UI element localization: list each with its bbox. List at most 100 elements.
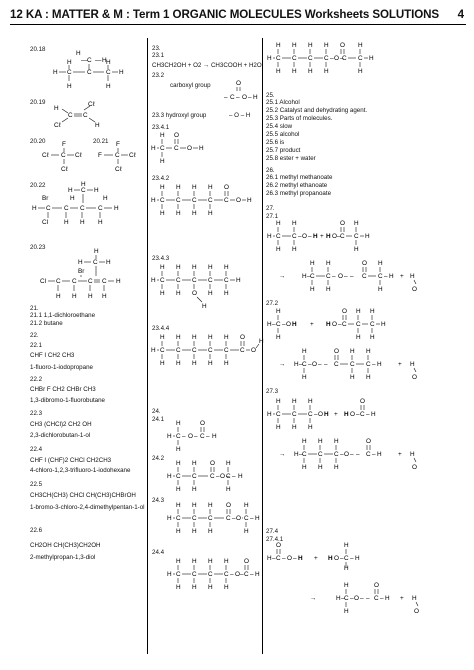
svg-text:H: H	[81, 181, 86, 188]
svg-text:H: H	[276, 334, 281, 341]
svg-text:H: H	[324, 411, 329, 418]
svg-text:C: C	[276, 55, 281, 62]
svg-text:C: C	[310, 273, 315, 280]
svg-text:C: C	[115, 152, 120, 159]
q22-6-label: 22.6	[30, 527, 43, 534]
svg-text:H: H	[192, 210, 197, 217]
svg-text:O: O	[318, 411, 323, 418]
svg-text:O: O	[338, 273, 343, 280]
svg-text:–: –	[307, 273, 311, 280]
svg-text:–: –	[338, 321, 342, 328]
svg-text:O: O	[210, 460, 215, 467]
svg-text:H: H	[366, 374, 371, 381]
svg-text:H: H	[208, 184, 213, 191]
svg-text:H: H	[192, 360, 197, 367]
q22-1-name: 1-fluoro-1-iodopropane	[30, 364, 93, 371]
svg-text:H: H	[224, 290, 229, 297]
svg-text:–: –	[250, 515, 254, 522]
svg-text:–: –	[232, 473, 236, 480]
svg-text:C: C	[83, 112, 88, 119]
q22-1-formula: CHF I CH2 CH3	[30, 352, 75, 359]
svg-text:–: –	[324, 361, 328, 368]
svg-text:H: H	[378, 286, 383, 293]
svg-text:H: H	[259, 338, 264, 345]
q23-4-4-label: 23.4.4	[152, 325, 170, 332]
svg-text:H: H	[310, 260, 315, 267]
svg-text:–: –	[350, 273, 354, 280]
svg-text:H: H	[298, 555, 303, 562]
svg-text:H: H	[267, 55, 272, 62]
page-header: 12 KA : MATTER & M : Term 1 ORGANIC MOLE…	[10, 8, 466, 24]
q21-1-answer: 21.1 1,1-dichloroethane	[30, 312, 96, 319]
svg-text:C: C	[226, 473, 231, 480]
arrow-icon: →	[279, 451, 285, 458]
q22-4-label: 22.4	[30, 446, 43, 453]
q23-4-1-label: 23.4.1	[152, 124, 170, 131]
svg-text:–: –	[340, 555, 344, 562]
q22-3-label: 22.3	[30, 410, 43, 417]
svg-text:H: H	[302, 273, 307, 280]
svg-text:—: —	[95, 57, 102, 64]
svg-text:C: C	[208, 571, 213, 578]
svg-text:H: H	[326, 321, 331, 328]
q27-3-label: 27.3	[266, 388, 279, 395]
svg-text:–: –	[232, 515, 236, 522]
svg-text:H: H	[276, 398, 281, 405]
svg-text:H: H	[410, 273, 415, 280]
q22-2-label: 22.2	[30, 376, 43, 383]
q26-1-answer: 26.1 methyl methanoate	[266, 174, 333, 181]
svg-text:H: H	[167, 473, 172, 480]
svg-text:–: –	[314, 411, 318, 418]
svg-text:H: H	[354, 220, 359, 227]
svg-text:C: C	[230, 94, 235, 101]
svg-text:C: C	[87, 57, 92, 64]
svg-text:H: H	[255, 515, 260, 522]
svg-text:–: –	[308, 233, 312, 240]
svg-text:C: C	[72, 278, 77, 285]
svg-text:+: +	[314, 555, 318, 562]
svg-text:C: C	[308, 55, 313, 62]
svg-text:H: H	[276, 68, 281, 75]
svg-text:H: H	[324, 68, 329, 75]
svg-text:H: H	[326, 260, 331, 267]
svg-text:H: H	[176, 502, 181, 509]
q22-6-formula: CH2OH CH(CH3)CH2OH	[30, 542, 101, 549]
svg-text:Cl: Cl	[40, 278, 46, 285]
column-divider-1	[147, 38, 148, 654]
svg-text:H: H	[350, 348, 355, 355]
svg-text:O: O	[244, 558, 249, 565]
q24-label: 24.	[152, 408, 161, 415]
q23-1-equation: CH3CH2OH + O2 → CH3COOH + H2O	[152, 62, 262, 69]
svg-text:F: F	[116, 141, 120, 148]
q27-4-1-label: 27.4.1	[266, 536, 284, 543]
svg-text:C: C	[176, 473, 181, 480]
svg-text:H: H	[371, 411, 376, 418]
svg-text:C: C	[208, 277, 213, 284]
svg-text:–: –	[340, 451, 344, 458]
svg-text:H: H	[292, 220, 297, 227]
svg-text:H: H	[369, 55, 374, 62]
svg-text:–: –	[360, 595, 364, 602]
svg-text:H: H	[176, 184, 181, 191]
svg-text:O: O	[235, 571, 240, 578]
svg-text:C: C	[87, 69, 92, 76]
svg-text:C: C	[342, 55, 347, 62]
svg-text:O: O	[412, 286, 417, 293]
q23-1-label: 23.1	[152, 52, 165, 59]
q26-3-answer: 26.3 methyl propanoate	[266, 190, 332, 197]
svg-text:C: C	[208, 347, 213, 354]
svg-text:H: H	[302, 438, 307, 445]
svg-text:–: –	[224, 94, 228, 101]
svg-text:H: H	[255, 571, 260, 578]
svg-text:H: H	[267, 233, 272, 240]
svg-text:–: –	[272, 321, 276, 328]
svg-text:H: H	[294, 451, 299, 458]
svg-text:H: H	[410, 451, 415, 458]
svg-text:C: C	[358, 55, 363, 62]
